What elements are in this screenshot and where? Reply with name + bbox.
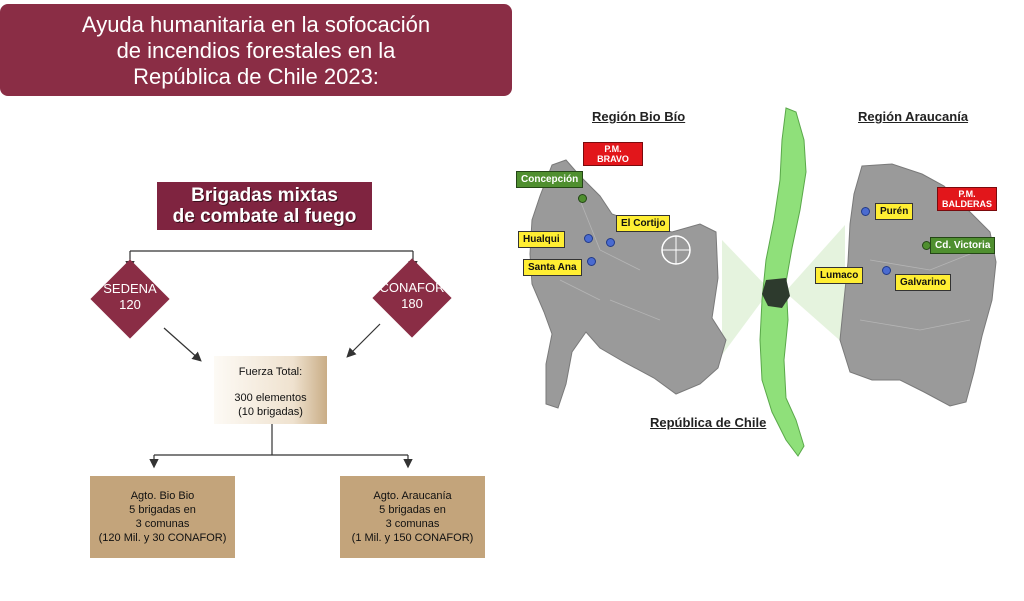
concepcion-marker bbox=[578, 194, 587, 203]
biobio-zoom-wedge bbox=[722, 240, 770, 355]
pm-balderas-line-1: P.M. bbox=[958, 189, 976, 199]
biobio-region-shape bbox=[529, 159, 727, 409]
biobio-line-1: Agto. Bio Bio bbox=[130, 490, 195, 502]
pm-bravo-label: P.M. BRAVO bbox=[583, 142, 643, 166]
biobio-line-4: (120 Mil. y 30 CONAFOR) bbox=[98, 532, 227, 544]
santa-ana-label: Santa Ana bbox=[523, 259, 582, 276]
pm-bravo-line-1: P.M. bbox=[604, 144, 622, 154]
total-line-2: 300 elementos bbox=[234, 392, 307, 404]
pm-balderas-line-2: BALDERAS bbox=[941, 199, 992, 209]
lumaco-label: Lumaco bbox=[815, 267, 864, 284]
total-line-3: (10 brigadas) bbox=[238, 406, 303, 418]
title-line-3: República de Chile 2023: bbox=[133, 64, 379, 89]
sedena-diamond: SEDENA 120 bbox=[85, 254, 175, 344]
total-box: Fuerza Total: 300 elementos (10 brigadas… bbox=[214, 356, 327, 424]
araucania-box: Agto. Araucanía 5 brigadas en 3 comunas … bbox=[340, 476, 485, 558]
galvarino-label: Galvarino bbox=[895, 274, 952, 291]
el-cortijo-marker bbox=[606, 238, 615, 247]
sedena-value: 120 bbox=[119, 297, 141, 312]
conafor-diamond: CONAFOR 180 bbox=[367, 253, 457, 343]
total-line-1: Fuerza Total: bbox=[238, 366, 303, 378]
brigadas-line-2: de combate al fuego bbox=[172, 206, 357, 227]
chile-highlight-region bbox=[762, 278, 790, 308]
region-biobio-label: Región Bio Bío bbox=[592, 109, 686, 124]
puren-marker bbox=[861, 207, 870, 216]
araucania-zoom-wedge bbox=[785, 225, 845, 345]
region-araucania-label: Región Araucanía bbox=[858, 109, 969, 124]
title-line-2: de incendios forestales en la bbox=[116, 38, 396, 63]
hualqui-label: Hualqui bbox=[518, 231, 565, 248]
santa-ana-marker bbox=[587, 257, 596, 266]
concepcion-label: Concepción bbox=[516, 171, 584, 188]
hualqui-marker bbox=[584, 234, 593, 243]
el-cortijo-label: El Cortijo bbox=[616, 215, 671, 232]
title-banner: Ayuda humanitaria en la sofocación de in… bbox=[0, 4, 512, 96]
araucania-line-4: (1 Mil. y 150 CONAFOR) bbox=[351, 532, 474, 544]
lumaco-marker bbox=[882, 266, 891, 275]
brigadas-banner: Brigadas mixtas de combate al fuego bbox=[157, 182, 372, 230]
puren-label: Purén bbox=[875, 203, 914, 220]
pm-balderas-label: P.M. BALDERAS bbox=[937, 187, 997, 211]
cd-victoria-label: Cd. Victoria bbox=[930, 237, 996, 254]
pm-bravo-line-2: BRAVO bbox=[597, 154, 629, 164]
conafor-label: CONAFOR bbox=[379, 280, 445, 295]
sedena-label: SEDENA bbox=[103, 281, 157, 296]
biobio-line-3: 3 comunas bbox=[135, 518, 190, 530]
conafor-value: 180 bbox=[401, 296, 423, 311]
title-line-1: Ayuda humanitaria en la sofocación bbox=[81, 12, 431, 37]
biobio-line-2: 5 brigadas en bbox=[129, 504, 196, 516]
biobio-box: Agto. Bio Bio 5 brigadas en 3 comunas (1… bbox=[90, 476, 235, 558]
araucania-line-2: 5 brigadas en bbox=[379, 504, 446, 516]
araucania-line-1: Agto. Araucanía bbox=[373, 490, 452, 502]
brigadas-line-1: Brigadas mixtas bbox=[191, 185, 338, 206]
araucania-line-3: 3 comunas bbox=[385, 518, 440, 530]
republica-label: República de Chile bbox=[650, 415, 767, 430]
